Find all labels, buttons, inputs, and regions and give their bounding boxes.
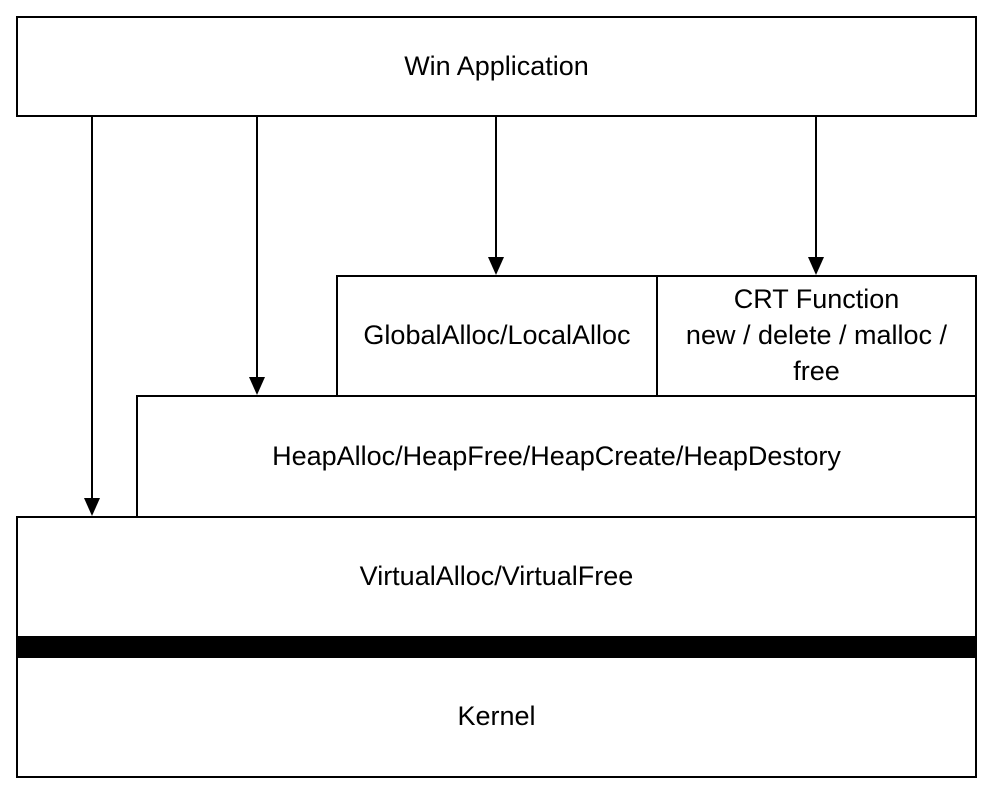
kernel-box: Kernel bbox=[16, 656, 977, 778]
arrow-to-crt-function bbox=[808, 117, 824, 275]
crt-function-line3: free bbox=[793, 355, 840, 386]
win-application-box: Win Application bbox=[16, 16, 977, 117]
heap-functions-label: HeapAlloc/HeapFree/HeapCreate/HeapDestor… bbox=[272, 440, 841, 471]
virtual-functions-label: VirtualAlloc/VirtualFree bbox=[359, 561, 634, 592]
kernel-label: Kernel bbox=[457, 701, 536, 732]
arrow-to-virtual-functions bbox=[84, 117, 100, 516]
crt-function-text: CRT Function new / delete / malloc / fre… bbox=[686, 282, 947, 390]
crt-function-box: CRT Function new / delete / malloc / fre… bbox=[656, 275, 977, 397]
arrow-to-heap-functions bbox=[249, 117, 265, 395]
kernel-boundary-bar bbox=[16, 636, 977, 658]
heap-functions-box: HeapAlloc/HeapFree/HeapCreate/HeapDestor… bbox=[136, 395, 977, 518]
win-application-label: Win Application bbox=[404, 50, 589, 81]
crt-function-title: CRT Function bbox=[733, 284, 900, 315]
virtual-functions-box: VirtualAlloc/VirtualFree bbox=[16, 516, 977, 638]
global-local-alloc-box: GlobalAlloc/LocalAlloc bbox=[336, 275, 658, 397]
arrow-to-global-local-alloc bbox=[488, 117, 504, 275]
global-local-alloc-label: GlobalAlloc/LocalAlloc bbox=[363, 320, 631, 351]
crt-function-line2: new / delete / malloc / bbox=[685, 320, 948, 351]
